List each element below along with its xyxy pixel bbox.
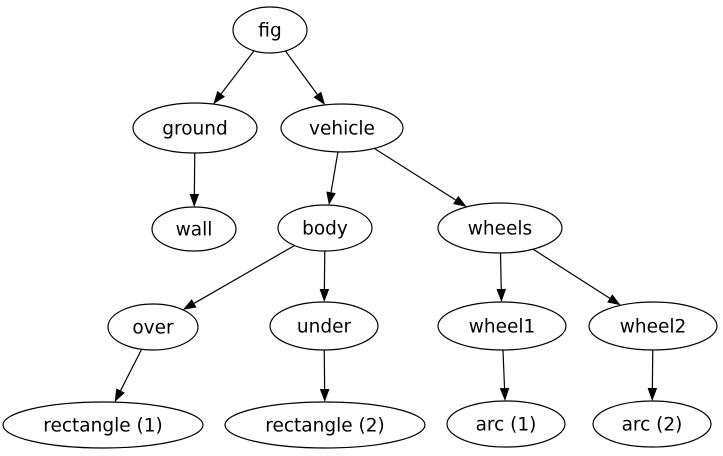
arrowhead-icon xyxy=(319,388,330,403)
node-label-fig: fig xyxy=(258,20,281,41)
node-label-arc1: arc (1) xyxy=(476,414,537,435)
node-label-wheel1: wheel1 xyxy=(469,316,536,337)
edge-ground-wall xyxy=(189,152,200,208)
node-under: under xyxy=(269,301,379,351)
arrowhead-icon xyxy=(213,90,225,105)
node-label-arc2: arc (2) xyxy=(622,414,683,435)
node-label-wheels: wheels xyxy=(468,218,532,239)
node-vehicle: vehicle xyxy=(280,103,404,153)
node-label-vehicle: vehicle xyxy=(309,118,375,139)
arrowhead-icon xyxy=(496,288,507,303)
node-rect2: rectangle (2) xyxy=(224,401,426,449)
node-ellipse xyxy=(592,400,712,448)
arrowhead-icon xyxy=(607,294,621,306)
node-label-rect1: rectangle (1) xyxy=(43,415,162,436)
arrowhead-icon xyxy=(647,387,658,402)
arrowhead-icon xyxy=(319,288,330,303)
node-ellipse xyxy=(2,401,204,449)
arrowhead-icon xyxy=(326,191,336,206)
node-wheel2: wheel2 xyxy=(588,301,718,351)
arrowhead-icon xyxy=(182,299,197,310)
edge-fig-vehicle xyxy=(284,50,326,105)
node-ellipse xyxy=(280,103,404,153)
node-ellipse xyxy=(151,206,237,252)
node-ground: ground xyxy=(132,102,258,154)
node-arc1: arc (1) xyxy=(446,400,566,448)
node-ellipse xyxy=(107,303,199,351)
node-label-over: over xyxy=(132,317,174,338)
arrowhead-icon xyxy=(114,388,125,403)
edge-line xyxy=(330,151,339,193)
edge-body-under xyxy=(319,250,330,303)
node-ellipse xyxy=(588,301,718,351)
node-ellipse xyxy=(437,202,563,254)
node-ellipse xyxy=(224,401,426,449)
node-rect1: rectangle (1) xyxy=(2,401,204,449)
edge-over-rect1 xyxy=(114,348,143,403)
arrowhead-icon xyxy=(189,193,200,208)
edge-line xyxy=(373,147,457,201)
edge-under-rect2 xyxy=(319,349,330,403)
edge-line xyxy=(284,50,318,95)
edge-line xyxy=(193,245,295,304)
node-wall: wall xyxy=(151,206,237,252)
node-ellipse xyxy=(269,301,379,351)
node-body: body xyxy=(277,204,373,252)
edge-line xyxy=(120,348,143,391)
edge-vehicle-body xyxy=(326,151,339,206)
node-label-wheel2: wheel2 xyxy=(620,316,687,337)
node-label-wall: wall xyxy=(176,219,213,240)
node-wheels: wheels xyxy=(437,202,563,254)
edge-line xyxy=(220,50,255,95)
edge-vehicle-wheels xyxy=(373,147,467,207)
node-ellipse xyxy=(437,301,567,351)
edge-line xyxy=(502,349,506,389)
edge-line xyxy=(499,252,502,290)
arrowhead-icon xyxy=(499,387,510,402)
node-label-under: under xyxy=(297,316,352,337)
node-ellipse xyxy=(232,6,308,54)
node-wheel1: wheel1 xyxy=(437,301,567,351)
node-label-rect2: rectangle (2) xyxy=(265,415,384,436)
edge-wheel1-arc1 xyxy=(499,349,510,402)
node-label-body: body xyxy=(302,218,348,239)
arrowhead-icon xyxy=(453,195,467,207)
node-arc2: arc (2) xyxy=(592,400,712,448)
edge-wheels-wheel2 xyxy=(532,248,621,306)
arrowhead-icon xyxy=(313,91,326,105)
node-fig: fig xyxy=(232,6,308,54)
edge-wheel2-arc2 xyxy=(647,349,658,402)
node-over: over xyxy=(107,303,199,351)
edge-fig-ground xyxy=(213,50,255,105)
edge-line xyxy=(532,248,611,299)
node-ellipse xyxy=(446,400,566,448)
node-label-ground: ground xyxy=(162,118,227,139)
node-ellipse xyxy=(132,102,258,154)
edge-body-over xyxy=(182,245,295,310)
node-ellipse xyxy=(277,204,373,252)
edge-wheels-wheel1 xyxy=(496,252,507,303)
